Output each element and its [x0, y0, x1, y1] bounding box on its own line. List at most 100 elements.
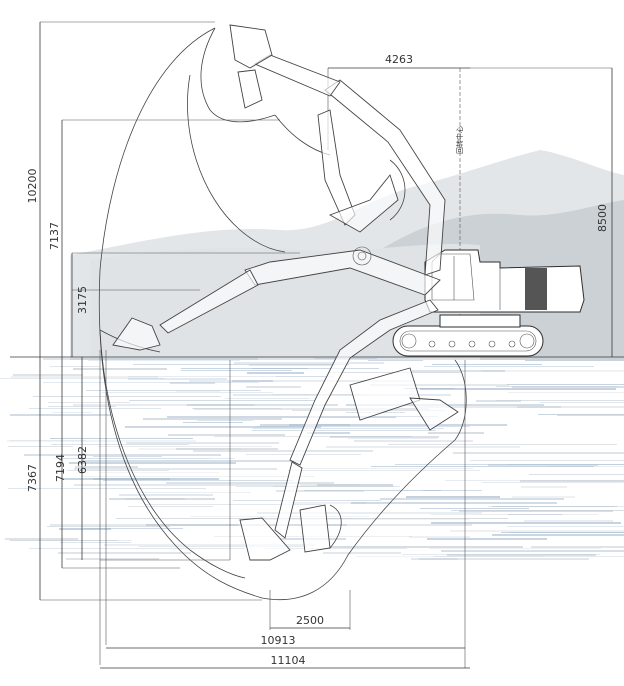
- inner-arc-a: [187, 74, 286, 253]
- background-stripe: [128, 506, 213, 507]
- background-stripe: [168, 434, 285, 436]
- dim-label-10913: 10913: [261, 634, 296, 647]
- background-stripe: [300, 518, 508, 519]
- arm-dump: [317, 109, 356, 226]
- background-stripe: [557, 414, 624, 416]
- background-stripe: [129, 400, 315, 401]
- background-stripe: [43, 382, 259, 383]
- background-stripe: [529, 474, 624, 475]
- arm-ground: [159, 269, 259, 334]
- background-stripe: [492, 534, 624, 536]
- background-stripe: [88, 360, 240, 361]
- background-stripe: [396, 416, 438, 417]
- background-stripe: [189, 380, 415, 382]
- background-stripe: [29, 408, 161, 409]
- background-stripe: [143, 418, 282, 420]
- background-stripe: [51, 444, 189, 445]
- background-stripe: [409, 536, 470, 538]
- background-stripe: [29, 548, 245, 549]
- dim-6382: 6382: [76, 357, 89, 560]
- dim-7194: 7194: [54, 357, 67, 568]
- background-stripe: [133, 364, 349, 365]
- background-stripe: [116, 518, 351, 519]
- background-stripe: [74, 468, 277, 470]
- background-stripe: [226, 398, 310, 399]
- background-stripe: [119, 494, 213, 496]
- digging-bottom-arc: [261, 359, 467, 601]
- background-stripe: [181, 368, 308, 369]
- background-stripe: [183, 422, 243, 423]
- dim-8500: 8500: [596, 68, 613, 357]
- background-stripe: [276, 376, 326, 377]
- background-stripe: [520, 480, 624, 482]
- dim-label-4263: 4263: [385, 53, 413, 66]
- bucket-dig-mid: [409, 397, 459, 431]
- background-stripe: [74, 484, 285, 486]
- background-stripe: [304, 490, 441, 491]
- background-stripe: [192, 408, 281, 409]
- background-stripe: [103, 480, 293, 481]
- background-stripe: [176, 390, 220, 392]
- background-stripe: [75, 466, 138, 468]
- boom-dig: [289, 299, 439, 466]
- attachment-dump-pose: [317, 109, 399, 233]
- background-stripe: [102, 392, 273, 393]
- counterweight: [525, 268, 547, 310]
- background-stripe: [60, 542, 131, 543]
- reference-lines: [40, 21, 612, 668]
- background-stripe: [233, 500, 381, 501]
- background-stripe: [330, 436, 439, 438]
- background-stripe: [450, 530, 624, 532]
- background-stripe: [481, 370, 624, 372]
- background-stripe: [271, 394, 361, 395]
- background-stripe: [8, 446, 73, 447]
- background-stripe: [109, 498, 215, 500]
- background-stripe: [126, 442, 279, 444]
- background-stripe: [496, 400, 624, 401]
- background-stripe: [326, 446, 520, 448]
- background-stripe: [69, 462, 236, 464]
- dim-10913: 10913: [106, 634, 465, 649]
- background-stripe: [48, 402, 130, 403]
- background-stripe: [276, 490, 364, 492]
- background-stripe: [100, 472, 219, 473]
- inner-arc-b: [99, 329, 246, 579]
- dim-7137: 7137: [48, 120, 63, 357]
- background-stripe: [66, 558, 159, 560]
- background-stripe: [47, 526, 170, 527]
- background-stripe: [128, 378, 227, 380]
- background-stripe: [289, 424, 507, 426]
- background-stripe: [214, 436, 412, 437]
- background-stripe: [447, 554, 596, 556]
- background-stripe: [434, 556, 624, 557]
- background-stripe: [420, 508, 529, 509]
- arm-dig: [274, 461, 303, 539]
- background-stripe: [50, 524, 238, 526]
- background-stripe: [388, 444, 617, 445]
- background-stripe: [508, 392, 624, 393]
- background-stripe: [43, 358, 258, 360]
- background-stripe: [288, 470, 480, 471]
- background-stripe: [234, 362, 384, 364]
- background-stripe: [247, 372, 304, 374]
- background-stripe: [181, 370, 292, 371]
- background-stripe: [501, 532, 624, 533]
- background-stripe: [351, 502, 557, 504]
- bucket-dig: [239, 517, 291, 561]
- background-stripe: [521, 486, 567, 488]
- background-stripe: [356, 556, 544, 557]
- background-stripe: [300, 484, 359, 486]
- background-stripe: [98, 446, 272, 447]
- background-stripe: [232, 380, 273, 382]
- top-arc: [200, 27, 276, 123]
- background-stripe: [104, 544, 315, 546]
- background-stripe: [325, 524, 472, 526]
- bucket-dump: [328, 174, 399, 233]
- dim-label-6382: 6382: [76, 446, 89, 474]
- background-stripe: [5, 538, 78, 540]
- background-stripe: [93, 456, 162, 457]
- background-stripe: [176, 448, 278, 450]
- background-stripe: [406, 496, 500, 498]
